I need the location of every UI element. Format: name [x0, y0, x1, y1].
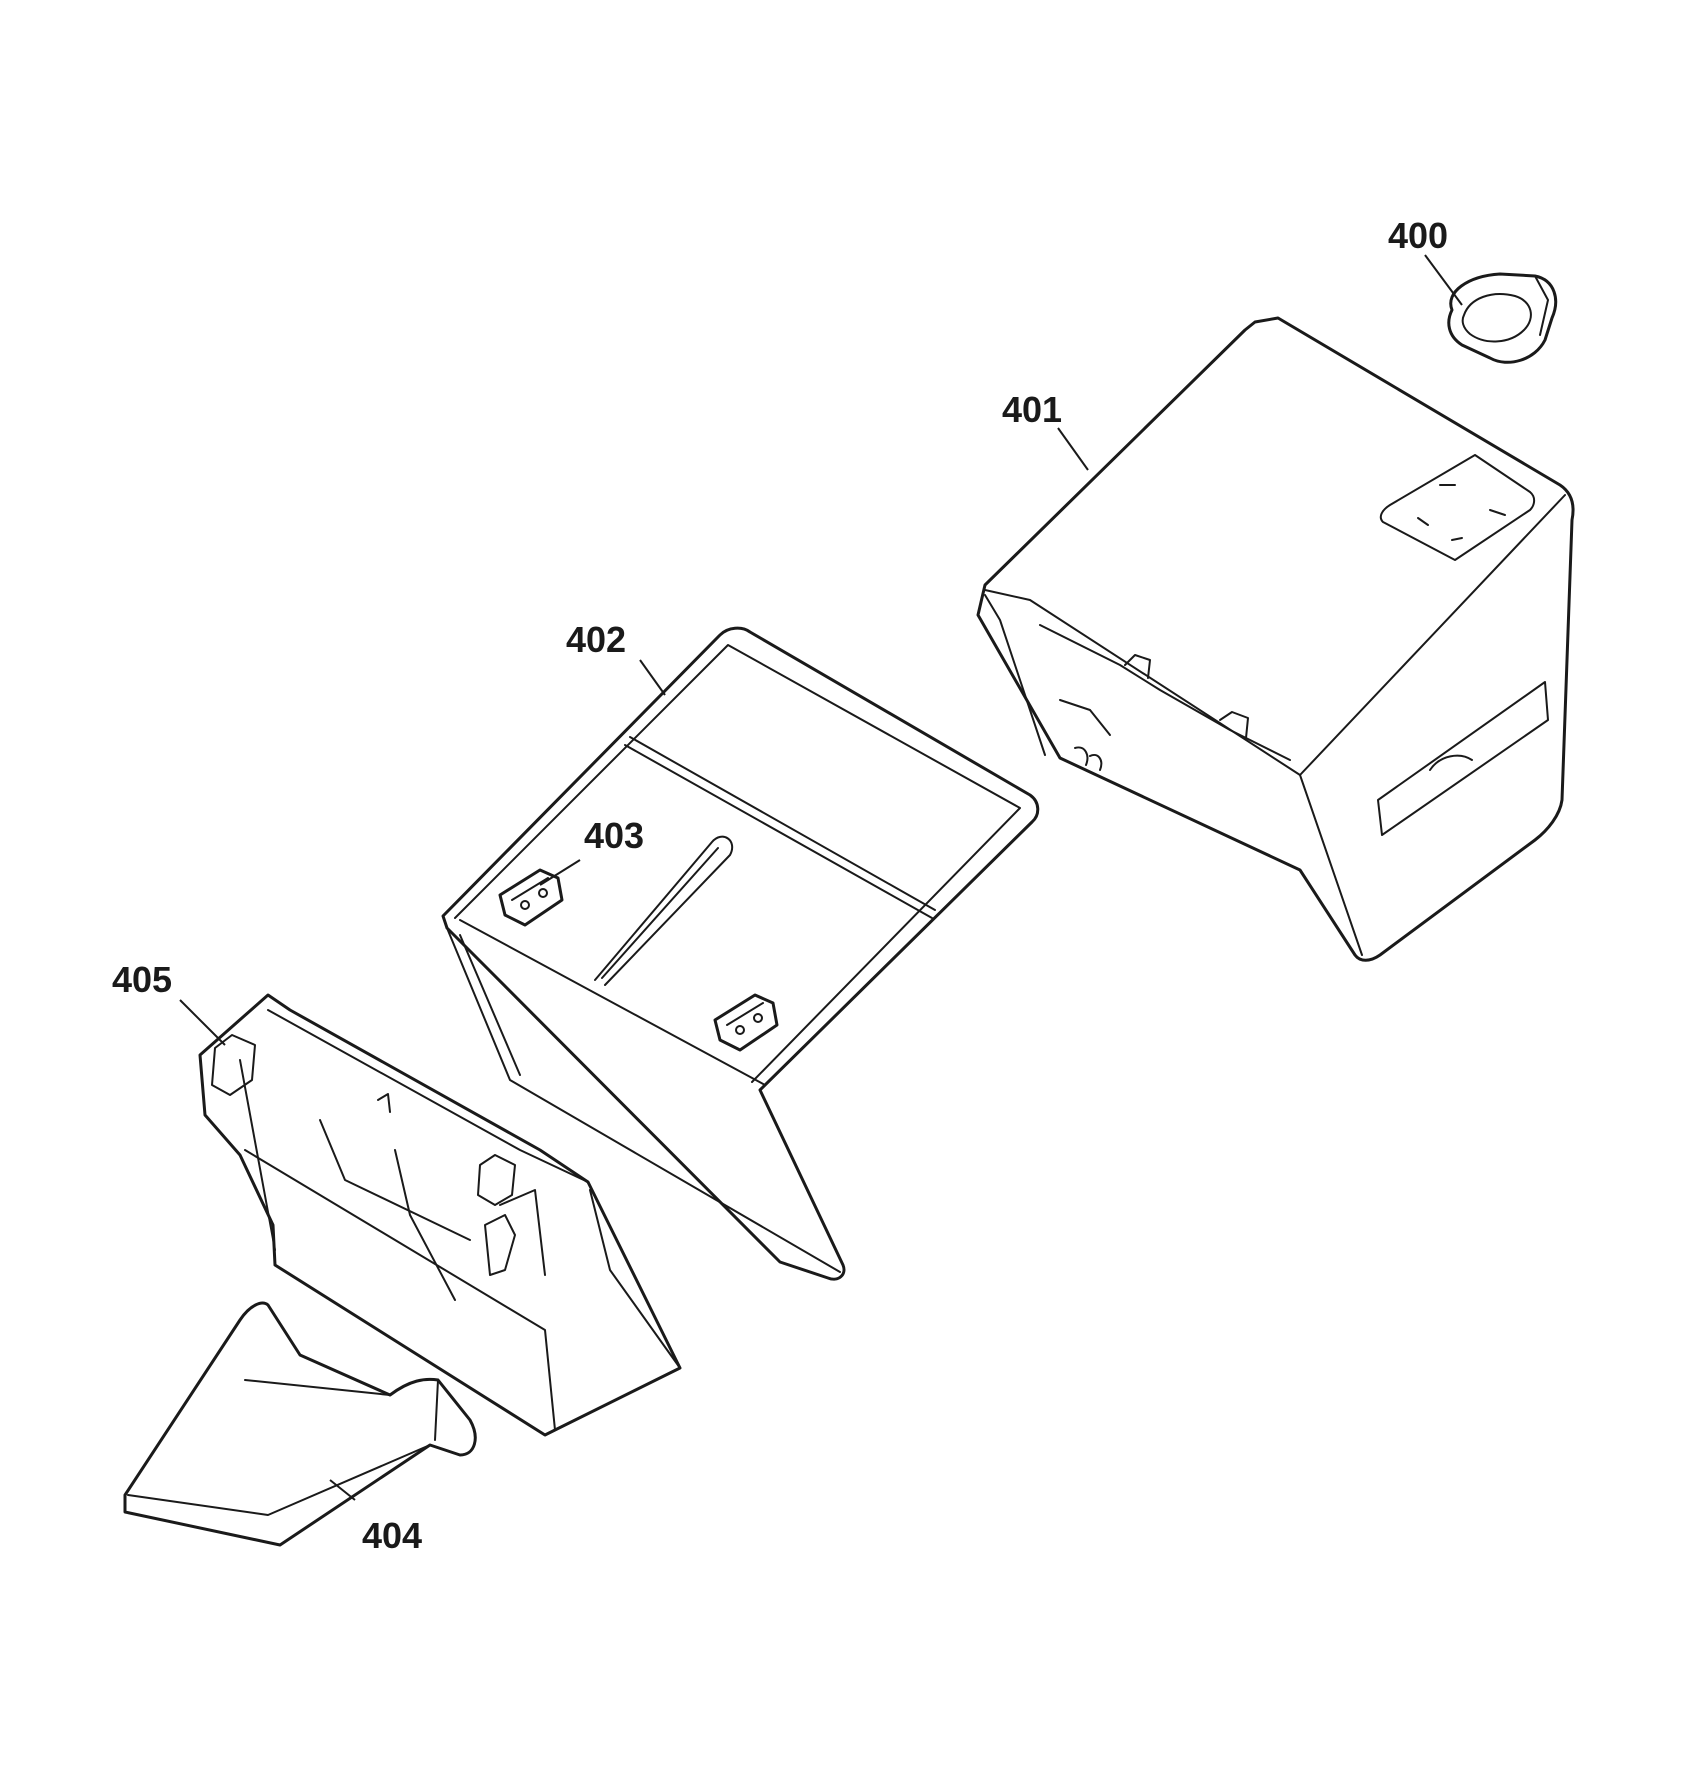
part-401-box-body [976, 316, 1575, 962]
callout-400: 400 [1388, 215, 1448, 256]
callout-405: 405 [112, 959, 172, 1000]
part-403-clip-lower [713, 993, 779, 1052]
callout-404: 404 [362, 1515, 422, 1556]
part-403-clip-upper [498, 868, 564, 927]
part-400-cap [1447, 272, 1558, 364]
part-402-bag-frame [441, 626, 1040, 1281]
leader-400 [1424, 254, 1463, 306]
leader-405 [179, 999, 226, 1046]
callout-labels: 400 401 402 403 404 405 [112, 215, 1448, 1556]
leader-404 [329, 1479, 356, 1501]
leader-401 [1057, 427, 1089, 471]
leader-402 [639, 659, 666, 696]
callout-403: 403 [584, 815, 644, 856]
callout-402: 402 [566, 619, 626, 660]
leader-lines [179, 254, 1463, 1501]
part-405-rear-flap [198, 993, 682, 1437]
callout-401: 401 [1002, 389, 1062, 430]
leader-403 [539, 859, 581, 886]
part-404-chute [123, 1301, 477, 1547]
